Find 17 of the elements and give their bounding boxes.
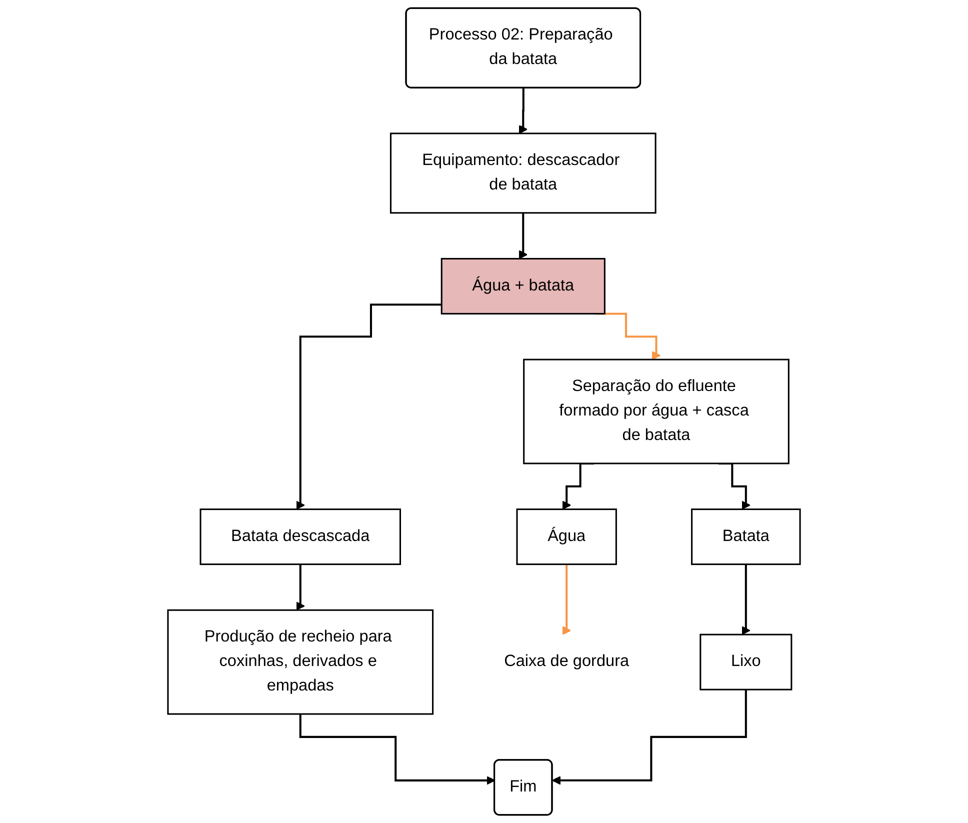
node-box: Água: [516, 508, 617, 566]
node-box: Batata descascada: [200, 508, 401, 566]
node-box: Equipamento: descascador de batata: [390, 132, 656, 214]
arrow: [741, 563, 750, 635]
arrow: [296, 304, 442, 510]
arrow: [562, 563, 572, 635]
node-box: Lixo: [700, 634, 792, 690]
node-text: Caixa de gordura: [504, 652, 630, 670]
arrow: [518, 212, 528, 260]
arrow: [299, 713, 496, 785]
node-box: Água + batata: [440, 258, 606, 314]
arrow: [296, 563, 305, 611]
node-box: Produção de recheio para coxinhas, derivados e empadas: [167, 609, 434, 715]
node-box: Batata: [691, 508, 801, 566]
arrow: [552, 688, 747, 785]
node-box: Separação do efluente formado por água + casca de batata: [523, 358, 790, 464]
arrow: [518, 87, 528, 134]
